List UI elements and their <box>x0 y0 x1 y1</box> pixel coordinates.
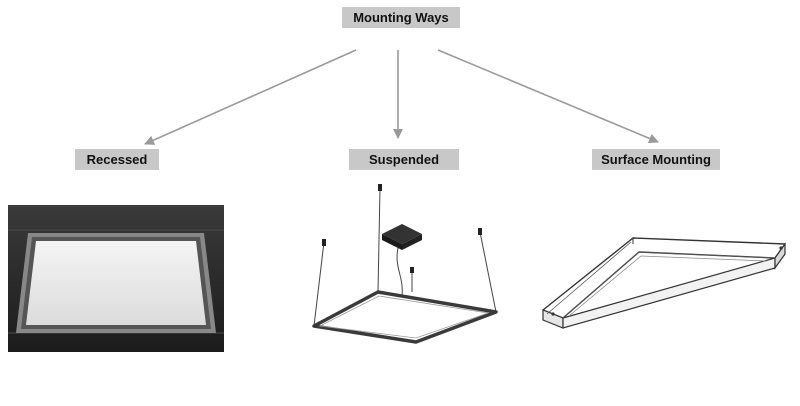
suspended-label: Suspended <box>349 149 459 170</box>
suspended-panel-image <box>312 184 498 344</box>
arrow-to-surface <box>437 49 659 144</box>
recessed-panel-image <box>8 205 224 352</box>
title-label: Mounting Ways <box>342 7 460 28</box>
surface-mount-panel-image <box>542 237 786 329</box>
recessed-label: Recessed <box>75 149 159 170</box>
arrow-to-recessed <box>144 49 357 145</box>
surface-mounting-label: Surface Mounting <box>592 149 720 170</box>
